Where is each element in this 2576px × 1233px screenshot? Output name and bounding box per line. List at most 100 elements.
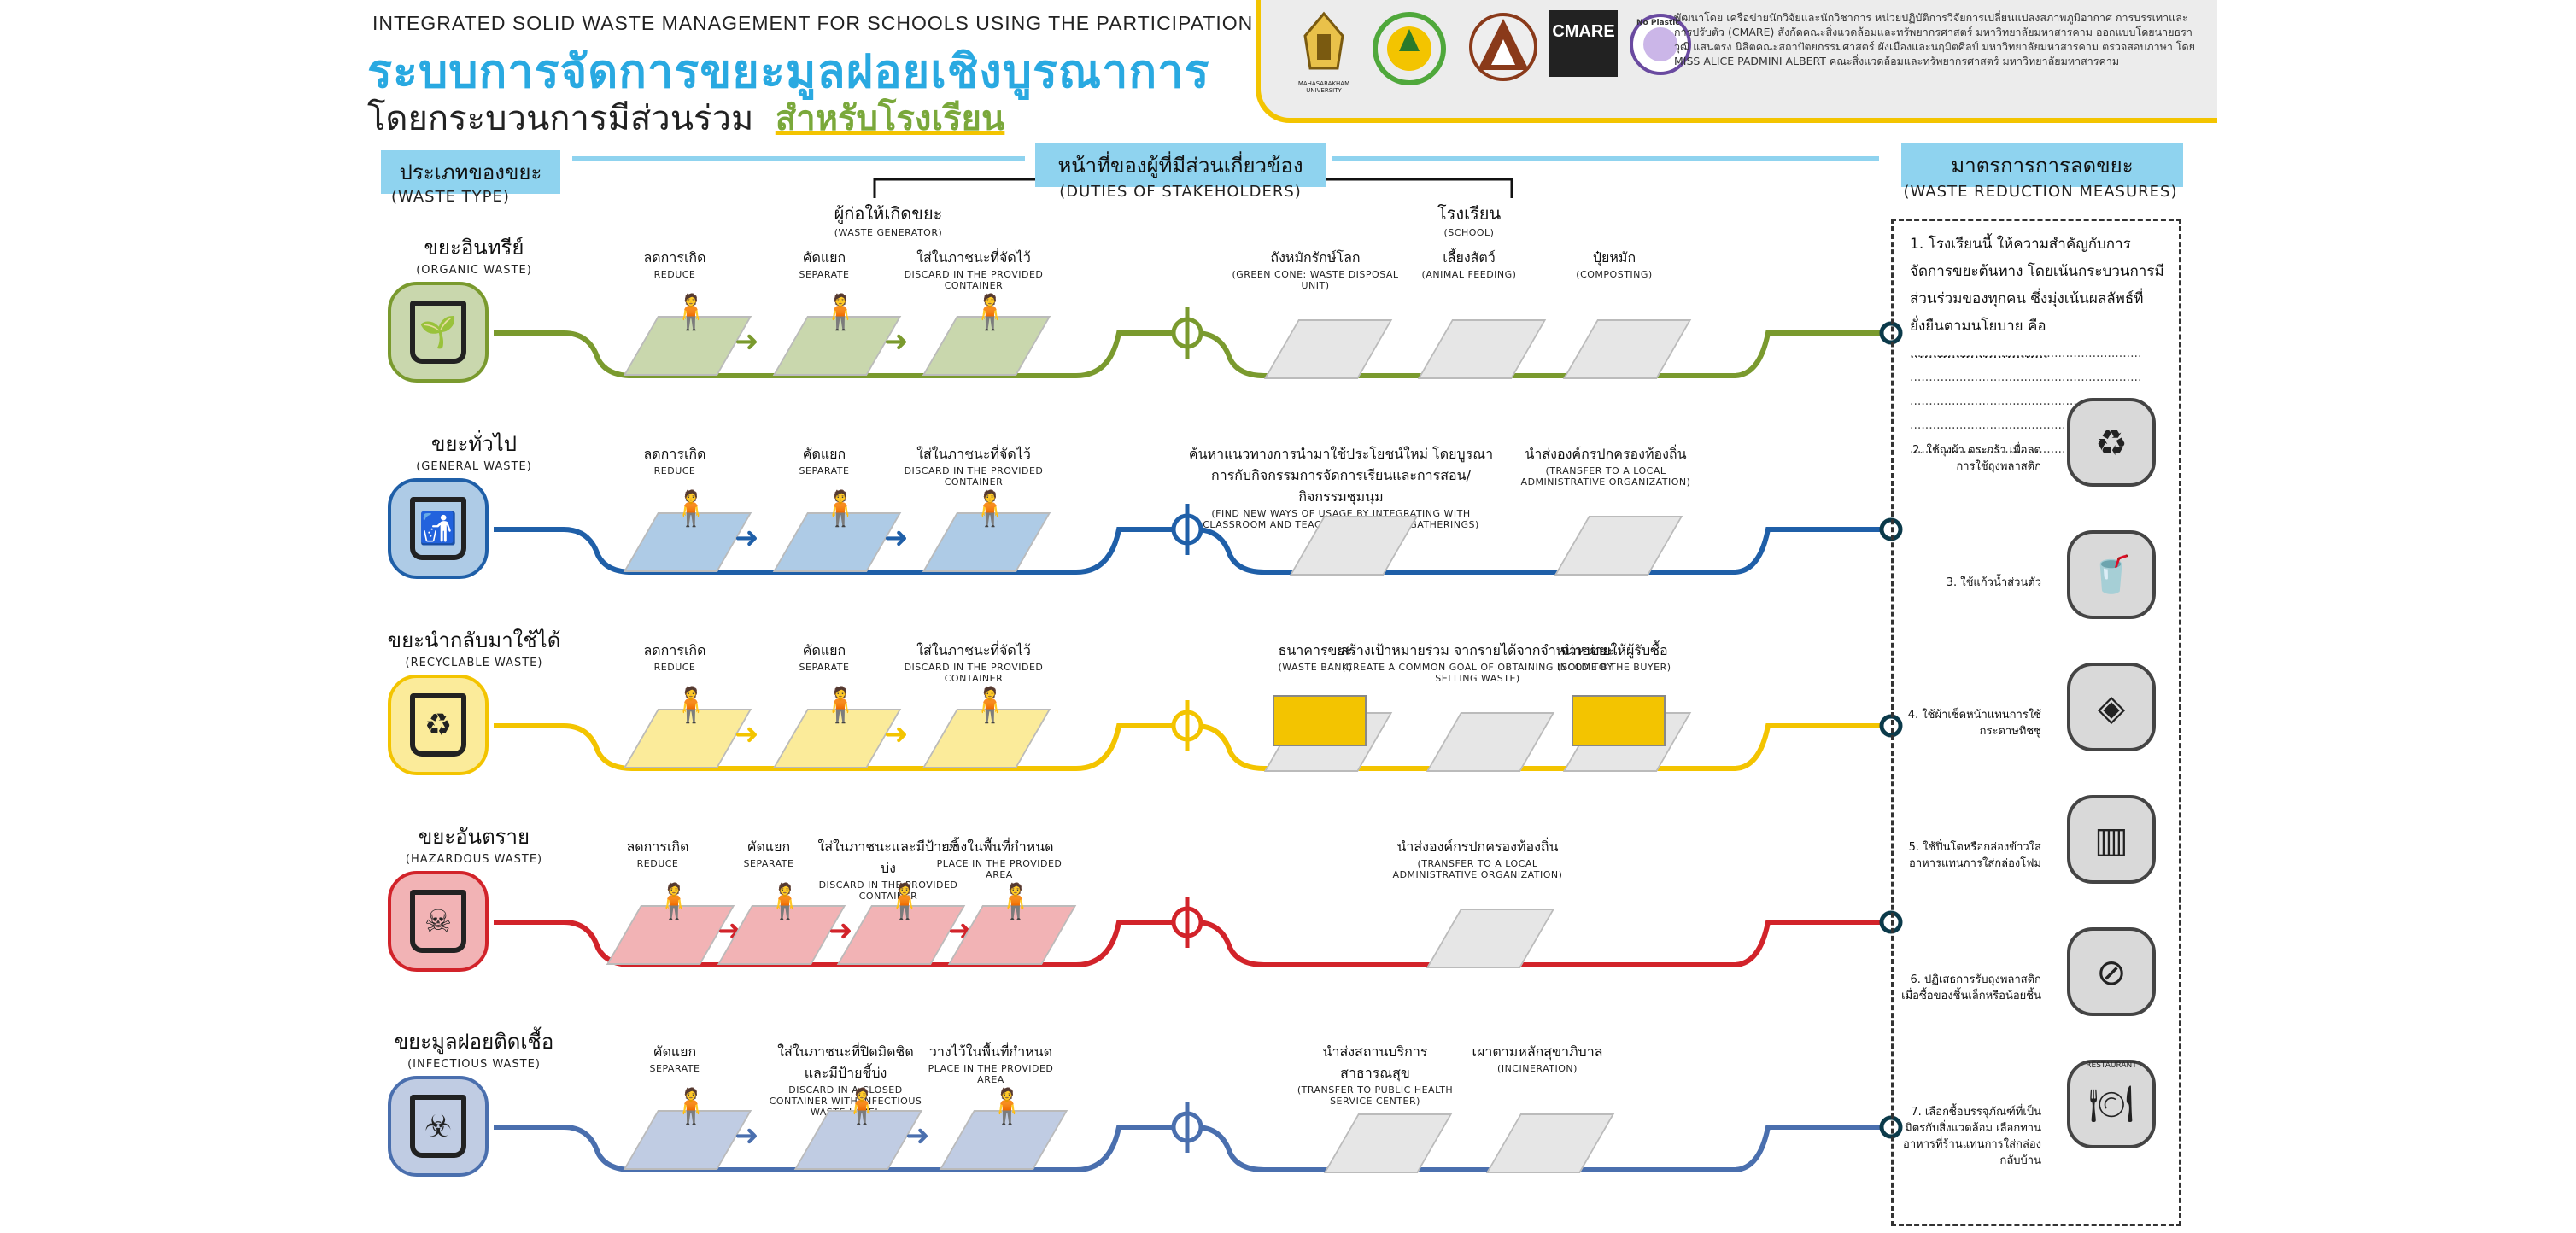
measure-5-label: 5. ใช้ปิ่นโตหรือกล่องข้าวใส่อาหารแทนการใ… bbox=[1908, 841, 2041, 870]
measures-panel bbox=[1891, 219, 2181, 1226]
measure-4-label: 4. ใช้ผ้าเช็ดหน้าแทนการใช้กระดาษทิชชู่ bbox=[1907, 709, 2041, 738]
cmare-logo: CMARE bbox=[1549, 10, 1618, 77]
category-label-hazardous-waste: ขยะอันตราย(HAZARDOUS WASTE) bbox=[405, 825, 543, 866]
person-icon: 🧍 bbox=[994, 882, 1037, 921]
generator-step-2: ใส่ในภาชนะที่จัดไว้DISCARD IN THE PROVID… bbox=[904, 249, 1044, 291]
flow-line-infectious-waste bbox=[494, 1125, 1891, 1172]
measure-7-label: 7. เลือกซื้อบรรจุภัณฑ์ที่เป็นมิตรกับสิ่ง… bbox=[1903, 1106, 2041, 1167]
generator-label: ผู้ก่อให้เกิดขยะ (WASTE GENERATOR) bbox=[834, 203, 943, 238]
title-thai: ระบบการจัดการขยะมูลฝอยเชิงบูรณาการ bbox=[367, 44, 1210, 98]
category-label-infectious-waste: ขยะมูลฝอยติดเชื้อ(INFECTIOUS WASTE) bbox=[394, 1030, 554, 1071]
handkerchief-icon: ◈ bbox=[2067, 663, 2156, 751]
general-bin-icon: 🚮 bbox=[410, 497, 466, 560]
category-badge-hazardous-waste: ☠ bbox=[388, 871, 489, 972]
measure-2-label: 2. ใช้ถุงผ้า ตระกร้า เพื่อลดการใช้ถุงพลา… bbox=[1912, 444, 2041, 473]
flow-arrow-icon: ➜ bbox=[735, 324, 759, 359]
hazard-bin-icon: ☠ bbox=[410, 890, 466, 953]
flow-arrow-icon: ➜ bbox=[884, 324, 909, 359]
school-step-1: นำส่งองค์กรปกครองท้องถิ่น(TRANSFER TO A … bbox=[1520, 446, 1691, 488]
person-icon: 🧍 bbox=[670, 1087, 712, 1126]
duties-subheader: (DUTIES OF STAKEHOLDERS) bbox=[1059, 183, 1302, 201]
flow-arrow-icon: ➜ bbox=[735, 717, 759, 751]
person-icon: 🧍 bbox=[819, 686, 862, 725]
person-icon: 🧍 bbox=[883, 882, 926, 921]
person-icon: 🧍 bbox=[670, 293, 712, 332]
restaurant-icon: 🍽 bbox=[2067, 1060, 2156, 1148]
person-icon: 🧍 bbox=[986, 1087, 1028, 1126]
school-step-2: ปุ๋ยหมัก(COMPOSTING) bbox=[1576, 249, 1653, 280]
school-step-0: นำส่งสถานบริการสาธารณสุข(TRANSFER TO PUB… bbox=[1297, 1043, 1454, 1107]
recycle-bin-icon: ♻ bbox=[410, 693, 466, 757]
flow-arrow-icon: ➜ bbox=[735, 1119, 759, 1153]
building-icon bbox=[1273, 695, 1367, 746]
person-icon: 🧍 bbox=[969, 489, 1011, 529]
school-step-2: จำหน่ายให้ผู้รับซื้อ(SOLD TO THE BUYER) bbox=[1557, 642, 1671, 673]
person-icon: 🧍 bbox=[969, 686, 1011, 725]
measure-3-label: 3. ใช้แก้วน้ำส่วนตัว bbox=[1946, 576, 2041, 589]
environment-green-logo bbox=[1367, 10, 1452, 85]
credit-text: พัฒนาโดย เครือข่ายนักวิจัยและนักวิชาการ … bbox=[1674, 11, 2195, 67]
school-step-1: เลี้ยงสัตว์(ANIMAL FEEDING) bbox=[1421, 249, 1517, 280]
measure-1-text: 1. โรงเรียนนี้ ให้ความสำคัญกับการจัดการข… bbox=[1910, 236, 2164, 362]
person-icon: 🧍 bbox=[969, 293, 1011, 332]
waste-type-header: ประเภทของขยะ bbox=[381, 150, 560, 194]
school-step-0: ธนาคารขยะ(WASTE BANK) bbox=[1278, 642, 1353, 673]
biohazard-bin-icon: ☣ bbox=[410, 1095, 466, 1158]
school-label: โรงเรียน (SCHOOL) bbox=[1437, 203, 1502, 238]
subtitle-highlight: สำหรับโรงเรียน bbox=[775, 99, 1005, 138]
person-icon: 🧍 bbox=[840, 1087, 883, 1126]
category-badge-infectious-waste: ☣ bbox=[388, 1076, 489, 1177]
flow-line-recyclable-waste bbox=[494, 723, 1891, 771]
person-icon: 🧍 bbox=[670, 686, 712, 725]
person-icon: 🧍 bbox=[670, 489, 712, 529]
restaurant-badge: RESTAURANT bbox=[2086, 1061, 2137, 1070]
person-icon: 🧍 bbox=[819, 293, 862, 332]
flow-line-organic-waste bbox=[494, 330, 1891, 378]
no-plastic-bag-icon: ⊘ bbox=[2067, 927, 2156, 1016]
measures-subheader: (WASTE REDUCTION MEASURES) bbox=[1903, 183, 2178, 201]
person-icon: 🧍 bbox=[764, 882, 806, 921]
no-plastic-logo: No Plastic bbox=[1628, 10, 1693, 77]
waste-type-subheader: (WASTE TYPE) bbox=[391, 188, 510, 206]
title-english: INTEGRATED SOLID WASTE MANAGEMENT FOR SC… bbox=[372, 12, 1362, 34]
subtitle-thai: โดยกระบวนการมีส่วนร่วม สำหรับโรงเรียน bbox=[367, 99, 1005, 138]
flow-line-hazardous-waste bbox=[494, 920, 1891, 967]
flow-arrow-icon: ➜ bbox=[884, 717, 909, 751]
flow-arrow-icon: ➜ bbox=[884, 521, 909, 555]
organic-bin-icon: 🌱 bbox=[410, 301, 466, 364]
architecture-faculty-logo bbox=[1469, 10, 1537, 81]
category-badge-organic-waste: 🌱 bbox=[388, 282, 489, 383]
mahasarakham-university-logo: MAHASARAKHAM UNIVERSITY bbox=[1298, 10, 1349, 94]
measures-header: มาตรการการลดขยะ bbox=[1901, 143, 2183, 187]
measure-6-label: 6. ปฏิเสธการรับถุงพลาสติกเมื่อซื้อของชิ้… bbox=[1901, 973, 2041, 1002]
flow-arrow-icon: ➜ bbox=[735, 521, 759, 555]
category-label-general-waste: ขยะทั่วไป(GENERAL WASTE) bbox=[416, 432, 532, 473]
flow-arrow-icon: ➜ bbox=[905, 1119, 930, 1153]
lunchbox-icon: ▥ bbox=[2067, 795, 2156, 884]
person-icon: 🧍 bbox=[819, 489, 862, 529]
cup-icon: 🥤 bbox=[2067, 530, 2156, 619]
school-step-1: สร้างเป้าหมายร่วม จากรายได้จากจำหน่ายขยะ… bbox=[1340, 642, 1615, 684]
school-step-1: เผาตามหลักสุขาภิบาล(INCINERATION) bbox=[1472, 1043, 1603, 1074]
category-label-recyclable-waste: ขยะนำกลับมาใช้ได้(RECYCLABLE WASTE) bbox=[387, 628, 561, 669]
school-step-0: นำส่งองค์กรปกครองท้องถิ่น(TRANSFER TO A … bbox=[1392, 839, 1563, 880]
cloth-bag-icon: ♻ bbox=[2067, 398, 2156, 487]
generator-step-2: ใส่ในภาชนะที่จัดไว้DISCARD IN THE PROVID… bbox=[904, 642, 1044, 684]
category-badge-general-waste: 🚮 bbox=[388, 478, 489, 579]
category-label-organic-waste: ขยะอินทรีย์(ORGANIC WASTE) bbox=[416, 236, 532, 277]
school-step-0: ถังหมักรักษ์โลก(GREEN CONE: WASTE DISPOS… bbox=[1232, 249, 1399, 291]
category-badge-recyclable-waste: ♻ bbox=[388, 675, 489, 775]
flow-line-general-waste bbox=[494, 527, 1891, 575]
